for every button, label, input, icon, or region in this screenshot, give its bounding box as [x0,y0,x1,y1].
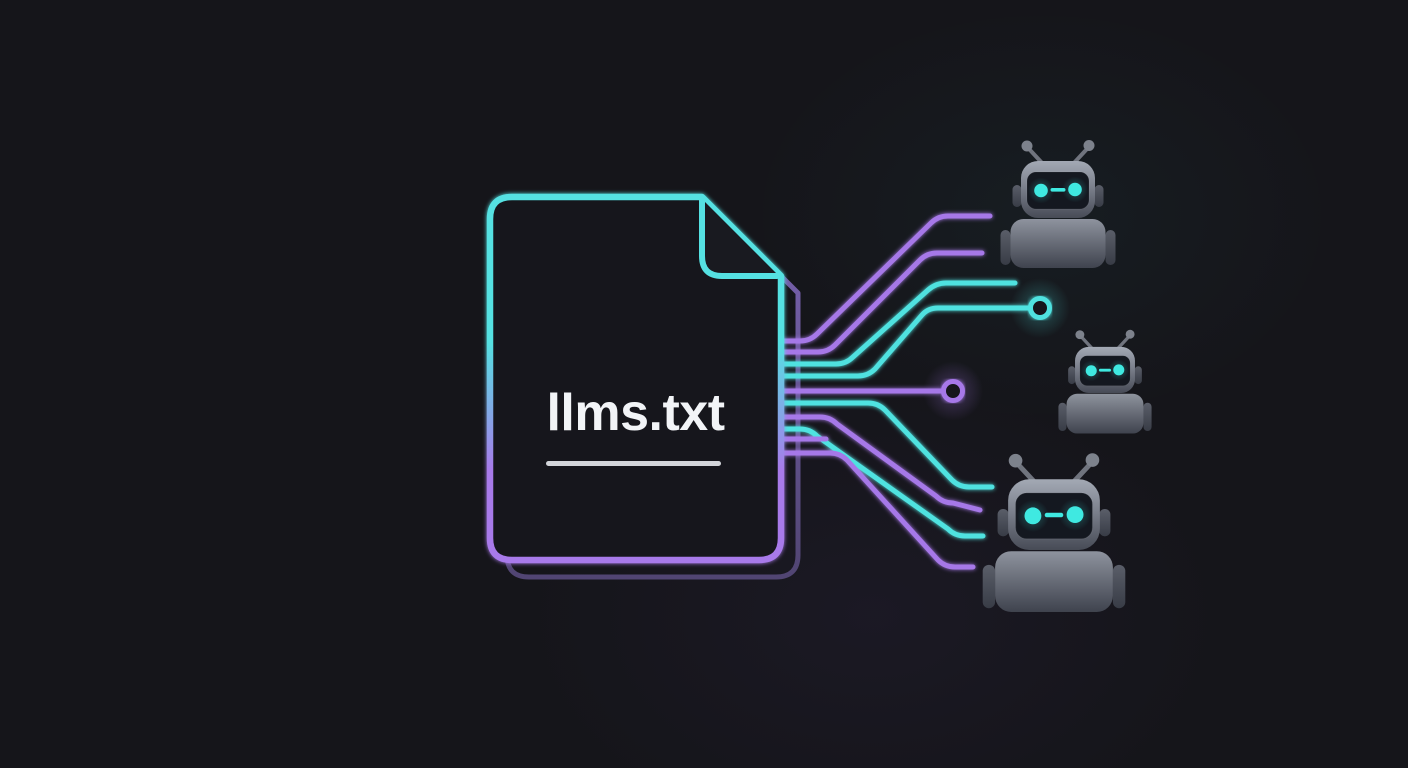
eye-right [1066,506,1084,524]
ear-left [1068,366,1076,385]
line-bottom-1 [775,400,995,490]
line-top-1 [775,213,993,344]
antenna-ball-left [1075,330,1085,340]
antenna-ball-left [1021,140,1033,152]
robot-mouth [1098,368,1112,372]
node-cyan [1028,296,1052,320]
robot-body [1010,219,1106,268]
eye-right [1113,364,1125,376]
line-bottom-4 [775,450,976,570]
line-top-4 [775,305,1031,379]
ear-left [1012,185,1022,207]
robot-mouth [1044,512,1064,518]
arm-left [1058,402,1067,432]
eye-left [1024,507,1042,525]
node-purple [941,379,965,403]
robot-top [1000,140,1116,268]
robot-mouth [1050,188,1066,192]
robot-bottom [982,453,1126,612]
line-bottom-2 [775,414,983,513]
line-bottom-3 [775,426,986,539]
ear-right [1099,509,1111,537]
arm-right [1112,564,1126,609]
robot-body [995,551,1113,612]
file-label-underline [546,461,721,466]
eye-left [1085,365,1097,377]
file-folded-corner [699,196,780,279]
eye-left [1034,183,1048,198]
ear-right [1134,366,1142,385]
antenna-ball-right [1085,453,1100,467]
llms-file [486,193,785,564]
ear-left [997,509,1009,537]
file-fold-shade [702,199,779,276]
circuit-lines [775,213,1031,570]
robot-middle [1058,329,1152,434]
antenna-ball-right [1083,140,1095,151]
arm-right [1143,402,1152,432]
arm-right [1105,230,1116,265]
line-top-3 [775,280,1018,367]
line-top-2 [775,250,985,355]
file-label: llms.txt [546,384,725,442]
antenna-ball-left [1008,453,1023,468]
arm-left [982,564,996,609]
arm-left [1000,230,1011,265]
robot-body [1066,393,1144,434]
eye-right [1068,182,1082,197]
ear-right [1094,185,1104,207]
file-outline [486,193,785,564]
antenna-ball-right [1125,329,1135,339]
